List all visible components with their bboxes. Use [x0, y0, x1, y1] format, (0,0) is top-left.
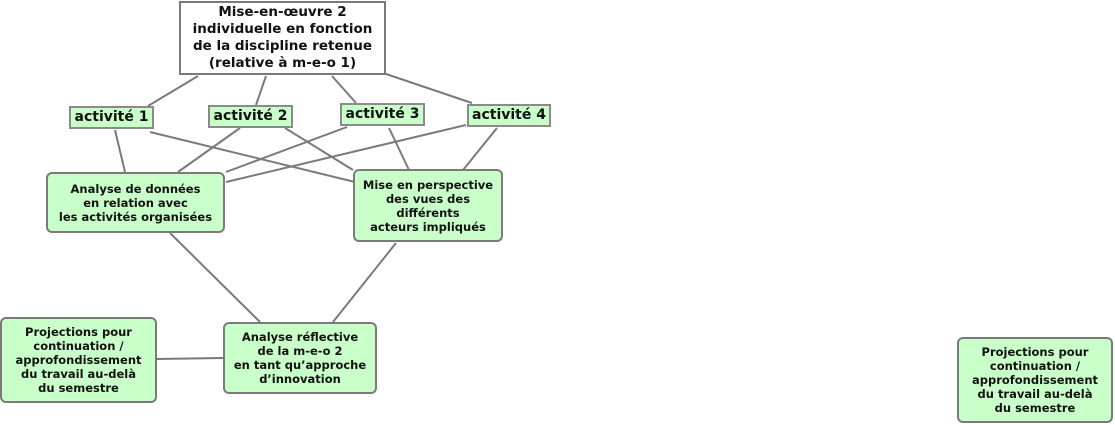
projections-left-label: Projections pour continuation / approfon… — [15, 325, 142, 395]
reflective-analysis-label: Analyse réflective de la m-e-o 2 en tant… — [233, 330, 367, 386]
perspective-node[interactable]: Mise en perspective des vues des différe… — [353, 169, 503, 242]
activity-4-node[interactable]: activité 4 — [467, 104, 551, 127]
projections-right-label: Projections pour continuation / approfon… — [971, 345, 1099, 415]
projections-node-right[interactable]: Projections pour continuation / approfon… — [957, 337, 1113, 423]
activity-2-node[interactable]: activité 2 — [208, 105, 293, 128]
link-activity3-perspective — [388, 127, 410, 171]
link-root-activity1 — [147, 75, 199, 107]
link-activity4-perspective — [462, 127, 498, 171]
activity-3-label: activité 3 — [345, 106, 420, 122]
perspective-label: Mise en perspective des vues des différe… — [362, 177, 494, 234]
link-activity1-perspective — [149, 131, 356, 183]
link-root-activity3 — [331, 75, 357, 104]
activity-3-node[interactable]: activité 3 — [340, 103, 425, 126]
link-analysis-reflective — [169, 232, 261, 323]
data-analysis-label: Analyse de données en relation avec les … — [58, 181, 213, 224]
reflective-analysis-node[interactable]: Analyse réflective de la m-e-o 2 en tant… — [223, 322, 377, 394]
link-root-activity2 — [255, 75, 267, 106]
data-analysis-node[interactable]: Analyse de données en relation avec les … — [46, 172, 225, 233]
link-root-activity4 — [385, 73, 473, 104]
link-perspective-reflective — [332, 242, 397, 323]
link-activity2-analysis — [177, 127, 241, 173]
link-activity3-analysis — [225, 126, 348, 173]
root-node[interactable]: Mise-en-œuvre 2 individuelle en fonction… — [179, 1, 386, 75]
link-projections-reflective — [156, 357, 224, 360]
root-node-label: Mise-en-œuvre 2 individuelle en fonction… — [192, 4, 373, 71]
link-activity1-analysis — [114, 129, 126, 173]
activity-1-node[interactable]: activité 1 — [69, 106, 154, 129]
activity-2-label: activité 2 — [213, 108, 288, 124]
activity-4-label: activité 4 — [472, 107, 546, 123]
projections-node-left[interactable]: Projections pour continuation / approfon… — [0, 317, 157, 403]
activity-1-label: activité 1 — [74, 109, 149, 125]
link-activity2-perspective — [284, 127, 354, 171]
link-activity4-analysis — [225, 124, 467, 183]
